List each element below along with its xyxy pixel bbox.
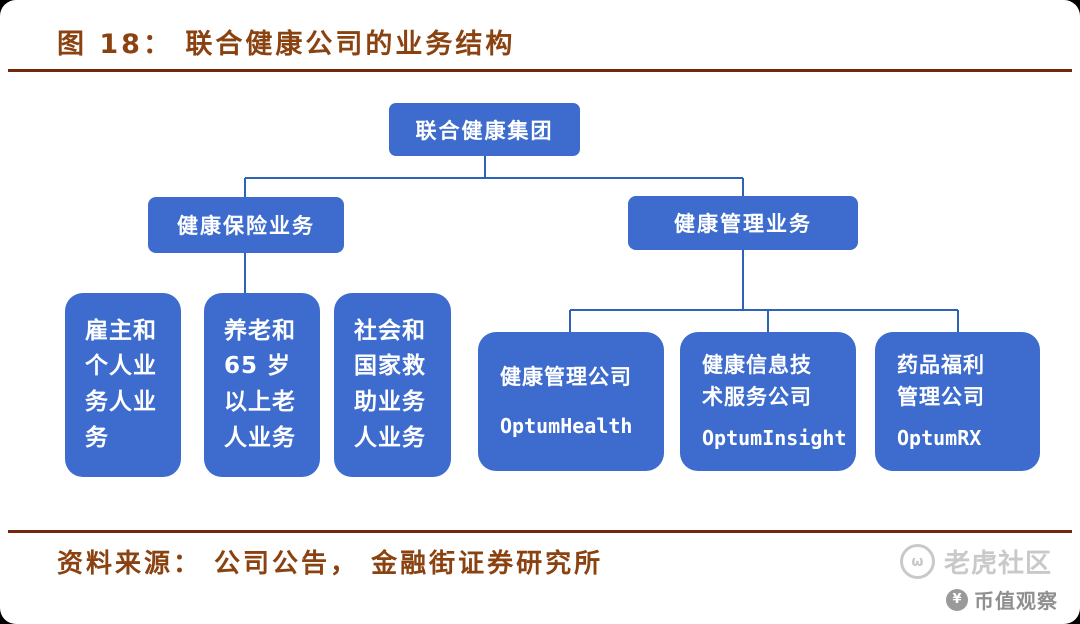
node-optuminsight: 健康信息技 术服务公司 OptumInsight bbox=[680, 332, 856, 471]
figure-title: 图 18： 联合健康公司的业务结构 bbox=[57, 29, 516, 60]
node-optuminsight-cn-label: 健康信息技 术服务公司 bbox=[702, 353, 812, 409]
node-optumrx-en-label: OptumRX bbox=[897, 426, 982, 450]
node-health-management-business: 健康管理业务 bbox=[628, 196, 858, 250]
node-community-state-label: 社会和 国家救 助业务 人业务 bbox=[354, 317, 426, 451]
node-optumhealth: 健康管理公司 OptumHealth bbox=[478, 332, 664, 471]
top-divider bbox=[8, 69, 1072, 72]
node-community-state-business: 社会和 国家救 助业务 人业务 bbox=[334, 293, 451, 477]
node-optumrx-cn-label: 药品福利 管理公司 bbox=[897, 353, 985, 409]
node-employer-individual-business: 雇主和 个人业 务人业 务 bbox=[65, 293, 181, 477]
node-unitedhealth-group: 联合健康集团 bbox=[389, 103, 580, 156]
node-unitedhealth-group-label: 联合健康集团 bbox=[415, 118, 554, 143]
node-health-insurance-label: 健康保险业务 bbox=[177, 214, 315, 238]
node-optuminsight-en-label: OptumInsight bbox=[702, 426, 847, 450]
node-health-insurance-business: 健康保险业务 bbox=[148, 197, 344, 253]
node-health-management-label: 健康管理业务 bbox=[674, 212, 812, 236]
bottom-divider bbox=[8, 530, 1072, 533]
node-optumhealth-en-label: OptumHealth bbox=[500, 414, 633, 439]
node-employer-individual-label: 雇主和 个人业 务人业 务 bbox=[85, 317, 157, 451]
coin-logo-icon: ¥ bbox=[946, 588, 968, 611]
tiger-community-watermark: ω 老虎社区 bbox=[900, 543, 1052, 580]
node-optumhealth-cn-label: 健康管理公司 bbox=[500, 364, 632, 389]
node-optumrx: 药品福利 管理公司 OptumRX bbox=[875, 332, 1040, 471]
node-medicare-retirement-business: 养老和 65 岁 以上老 人业务 bbox=[204, 293, 320, 477]
coin-watch-watermark-text: 币值观察 bbox=[974, 589, 1058, 613]
tiger-community-watermark-text: 老虎社区 bbox=[944, 549, 1053, 579]
source-note: 资料来源： 公司公告， 金融街证券研究所 bbox=[57, 549, 604, 579]
tiger-logo-icon: ω bbox=[900, 544, 935, 579]
node-medicare-retirement-label: 养老和 65 岁 以上老 人业务 bbox=[224, 317, 296, 451]
coin-watch-watermark: ¥ 币值观察 bbox=[946, 585, 1058, 614]
